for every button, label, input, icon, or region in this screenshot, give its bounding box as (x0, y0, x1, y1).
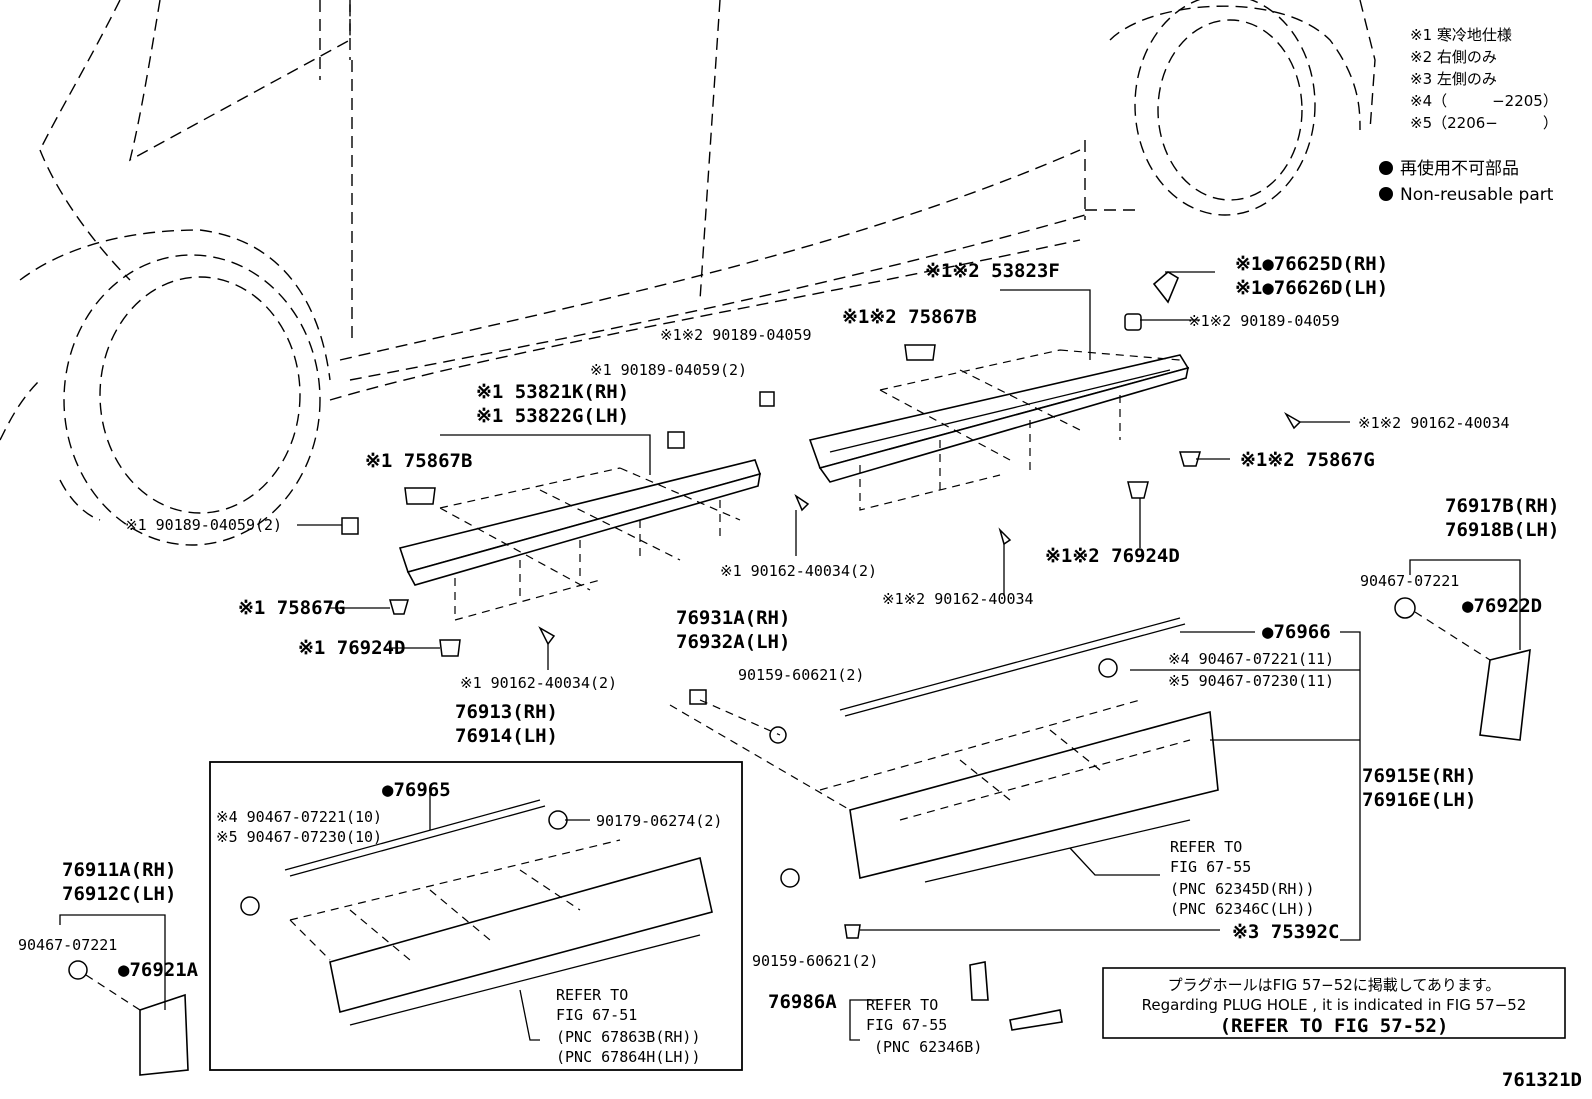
plug-hole-notice: プラグホールはFIG 57−52に掲載してあります。 Regarding PLU… (1102, 967, 1566, 1039)
mud-flap-76911A (68, 960, 189, 1076)
side-moulding-76915E (669, 617, 1219, 939)
notice-ref: (REFER TO FIG 57-52) (1220, 1015, 1449, 1037)
label-90189-right-mid: ※1※2 90189-04059 (1188, 312, 1340, 330)
non-reusable-dot-icon (1379, 161, 1393, 175)
notice-jp: プラグホールはFIG 57−52に掲載してあります。 (1168, 976, 1501, 994)
label-90189-left-top: ※1 90189-04059(2) (590, 361, 747, 379)
label-refer-right-3: (PNC 62345D(RH)) (1170, 880, 1315, 898)
label-90162-left-mid: ※1 90162-40034(2) (720, 562, 877, 580)
leader-lines (59, 271, 1521, 1041)
label-76913: 76913(RH) (455, 701, 558, 723)
label-76986A: 76986A (768, 991, 837, 1013)
label-75867B-right: ※1※2 75867B (842, 306, 977, 328)
label-refer-mid-1: REFER TO (556, 986, 628, 1004)
inset-box (209, 761, 743, 1071)
label-90162-right: ※1※2 90162-40034 (1358, 414, 1510, 432)
label-53823F: ※1※2 53823F (925, 260, 1060, 282)
label-76924D-left: ※1 76924D (298, 637, 405, 659)
label-refer-mid-4: (PNC 67864H(LH)) (556, 1048, 701, 1066)
label-90179: 90179-06274(2) (596, 812, 722, 830)
legend-note-1: ※1 寒冷地仕様 (1410, 26, 1512, 44)
label-76921A: ●76921A (118, 959, 199, 981)
label-refer-right-2: FIG 67-55 (1170, 858, 1251, 876)
notice-en: Regarding PLUG HOLE , it is indicated in… (1142, 996, 1527, 1014)
label-90467-front-left: 90467-07221 (18, 936, 117, 954)
label-90467-note4-left: ※4 90467-07221(10) (216, 808, 382, 826)
label-76912C: 76912C(LH) (62, 883, 176, 905)
label-refer-mid-3: (PNC 67863B(RH)) (556, 1028, 701, 1046)
mud-flap-76917B (1394, 597, 1531, 741)
side-moulding-76913 (240, 799, 713, 1026)
label-90467-note5-right: ※5 90467-07230(11) (1168, 672, 1334, 690)
label-76914: 76914(LH) (455, 725, 558, 747)
label-53822G: ※1 53822G(LH) (476, 405, 629, 427)
legend-note-2: ※2 右側のみ (1410, 48, 1497, 66)
label-76917B: 76917B(RH) (1445, 495, 1559, 517)
label-90467-note5-left: ※5 90467-07230(10) (216, 828, 382, 846)
label-76924D-right: ※1※2 76924D (1045, 545, 1180, 567)
label-76966: ●76966 (1262, 621, 1331, 643)
vehicle-body-outline (0, 0, 1376, 546)
label-76965: ●76965 (382, 779, 451, 801)
label-90189-left-side: ※1 90189-04059(2) (125, 516, 282, 534)
label-90467-rear-right: 90467-07221 (1360, 572, 1459, 590)
label-75867G-right: ※1※2 75867G (1240, 449, 1375, 471)
label-76916E: 76916E(LH) (1362, 789, 1476, 811)
legend: ※1 寒冷地仕様 ※2 右側のみ ※3 左側のみ ※4（ −2205） ※5（2… (1379, 26, 1558, 205)
label-refer-bottom-1: REFER TO (866, 996, 938, 1014)
label-76911A: 76911A(RH) (62, 859, 176, 881)
label-90162-right-bottom: ※1※2 90162-40034 (882, 590, 1034, 608)
label-76626D: ※1●76626D(LH) (1235, 277, 1388, 299)
non-reusable-dot-icon-2 (1379, 187, 1393, 201)
label-75392C: ※3 75392C (1232, 921, 1339, 943)
label-75867G-left: ※1 75867G (238, 597, 345, 619)
label-refer-bottom-3: (PNC 62346B) (874, 1038, 982, 1056)
label-refer-mid-2: FIG 67-51 (556, 1006, 637, 1024)
figure-id: 761321D (1502, 1069, 1582, 1091)
label-refer-right-4: (PNC 62346C(LH)) (1170, 900, 1315, 918)
label-90467-note4-right: ※4 90467-07221(11) (1168, 650, 1334, 668)
part-labels: ※1●76625D(RH) ※1●76626D(LH) ※1※2 53823F … (18, 253, 1559, 1066)
legend-note-3: ※3 左側のみ (1410, 70, 1497, 88)
label-76915E: 76915E(RH) (1362, 765, 1476, 787)
label-90162-left-bottom: ※1 90162-40034(2) (460, 674, 617, 692)
label-90159-top: 90159-60621(2) (738, 666, 864, 684)
label-76932A: 76932A(LH) (676, 631, 790, 653)
legend-note-4: ※4（ −2205） (1410, 92, 1558, 110)
legend-note-5: ※5（2206− ） (1410, 114, 1558, 132)
label-76931A: 76931A(RH) (676, 607, 790, 629)
label-75867B-left: ※1 75867B (365, 450, 472, 472)
label-76918B: 76918B(LH) (1445, 519, 1559, 541)
label-53821K: ※1 53821K(RH) (476, 381, 629, 403)
label-refer-bottom-2: FIG 67-55 (866, 1016, 947, 1034)
legend-non-reusable-en: Non-reusable part (1400, 185, 1554, 205)
label-76625D: ※1●76625D(RH) (1235, 253, 1388, 275)
label-76922D: ●76922D (1462, 595, 1542, 617)
legend-non-reusable-jp: 再使用不可部品 (1400, 158, 1519, 179)
rocker-panel-53823F (759, 271, 1302, 546)
label-refer-right-1: REFER TO (1170, 838, 1242, 856)
label-90189-right-top: ※1※2 90189-04059 (660, 326, 812, 344)
rocker-panel-53821K (341, 431, 810, 657)
label-90159-bottom: 90159-60621(2) (752, 952, 878, 970)
bracket-76986A (969, 961, 1063, 1031)
